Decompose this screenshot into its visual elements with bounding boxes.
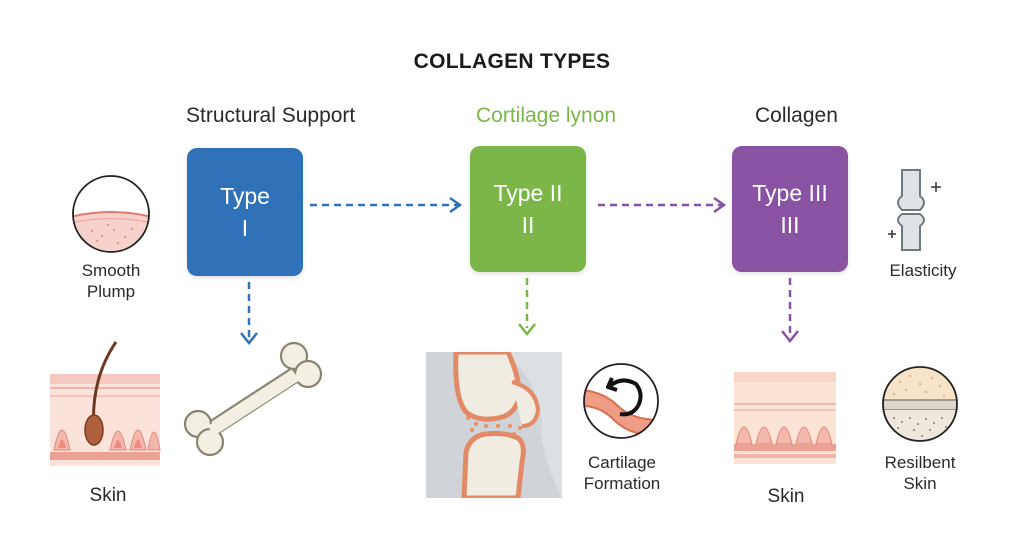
type-3-label: Type III: [752, 180, 828, 206]
type-3-numeral: III: [780, 212, 800, 238]
resilient-skin-icon: [882, 366, 958, 442]
type-2-numeral: II: [521, 212, 535, 238]
caption-resilient: Resilbent Skin: [870, 452, 970, 494]
caption-cartilage-line1: Cartilage: [587, 453, 657, 472]
knee-joint-icon: [426, 352, 562, 498]
caption-smooth-line2: Plump: [86, 282, 136, 301]
caption-smooth-line1: Smooth: [81, 261, 141, 280]
heading-structural-support: Structural Support: [186, 104, 356, 127]
joint-icon: [888, 169, 941, 251]
arrow-type3-down: [781, 278, 799, 344]
caption-cartilage-line2: Formation: [583, 474, 661, 493]
type-1-label: Type: [220, 183, 270, 209]
caption-skin-right: Skin: [767, 486, 805, 507]
diagram-title: COLLAGEN TYPES: [413, 50, 611, 73]
arrow-type1-to-type2: [310, 196, 463, 214]
skin-layer-icon: [734, 372, 836, 464]
arrow-type2-to-type3: [598, 196, 727, 214]
heading-cartilage: Cortilage lynon: [476, 104, 617, 127]
skin-circle-icon: [72, 175, 150, 253]
cartilage-cycle-icon: [583, 363, 659, 439]
type-2-label: Type II: [493, 180, 563, 206]
caption-smooth: Smooth Plump: [64, 260, 158, 302]
caption-resilient-line1: Resilbent: [884, 453, 956, 472]
arrow-type2-down: [518, 278, 536, 337]
caption-cartilage: Cartilage Formation: [572, 452, 672, 494]
heading-collagen: Collagen: [755, 104, 838, 127]
arrow-type1-down: [240, 282, 258, 346]
type-3-box: Type III III: [732, 146, 848, 272]
skin-layer-hair-icon: [50, 341, 161, 466]
bone-icon: [184, 341, 323, 457]
type-2-box: Type II II: [470, 146, 586, 272]
caption-resilient-line2: Skin: [903, 474, 937, 493]
caption-skin-left: Skin: [89, 485, 127, 506]
type-1-numeral: I: [241, 215, 249, 241]
caption-elasticity: Elasticity: [889, 261, 957, 280]
type-1-box: Type I: [187, 148, 303, 276]
